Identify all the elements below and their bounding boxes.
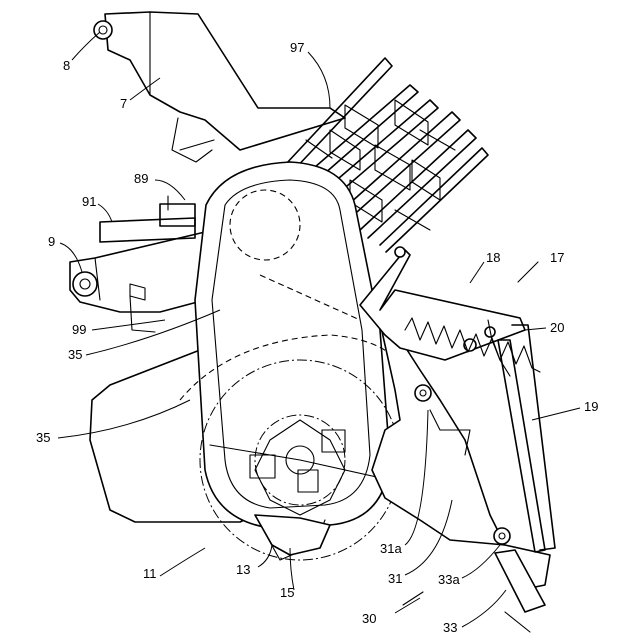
ref-17: 17 [550,250,564,265]
ref-15: 15 [280,585,294,600]
pin-9 [73,272,97,296]
ref-11: 11 [143,566,157,581]
ref-31: 31 [388,571,402,586]
ref-33: 33 [443,620,457,635]
ref-9: 9 [48,234,55,249]
ref-33a: 33a [438,572,460,587]
ref-13: 13 [236,562,250,577]
ref-8: 8 [63,58,70,73]
left-frame [70,196,205,332]
ref-18: 18 [486,250,500,265]
ref-91: 91 [82,194,96,209]
ref-35-upper: 35 [68,347,82,362]
ref-35-lower: 35 [36,430,50,445]
ref-89: 89 [134,171,148,186]
direction-arrow-17 [518,262,538,282]
ref-7: 7 [120,96,127,111]
lower-arm [494,528,545,632]
ref-31a: 31a [380,541,402,556]
ref-30: 30 [362,611,376,626]
ref-19: 19 [584,399,598,414]
pin-8 [94,21,112,39]
rod-19 [498,325,555,590]
ref-20: 20 [550,320,564,335]
ref-99: 99 [72,322,86,337]
ref-97: 97 [290,40,304,55]
